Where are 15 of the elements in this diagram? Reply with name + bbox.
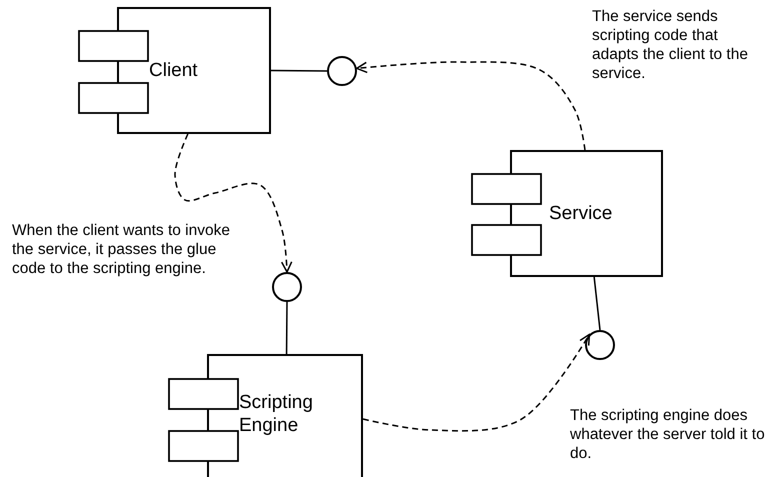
component-name: Client	[149, 59, 199, 82]
interface-circle	[327, 56, 357, 86]
dashed-arrow	[356, 61, 586, 150]
dashed-arrow	[362, 334, 590, 432]
connector-line	[286, 302, 288, 354]
annotation-note: The scripting engine does whatever the server told it to do.	[570, 406, 765, 463]
annotation-note: The service sends scripting code that adapts the client to the service.	[592, 7, 749, 83]
interface-circle	[272, 272, 302, 302]
component-name: Scripting Engine	[239, 390, 314, 436]
component-name: Service	[549, 202, 614, 225]
connector-line	[271, 70, 327, 72]
annotation-note: When the client wants to invoke the service, it passes the glue code to the scripting engine.	[12, 221, 231, 278]
dashed-arrow	[174, 134, 292, 273]
interface-circle	[585, 330, 615, 360]
connector-line	[593, 276, 601, 330]
